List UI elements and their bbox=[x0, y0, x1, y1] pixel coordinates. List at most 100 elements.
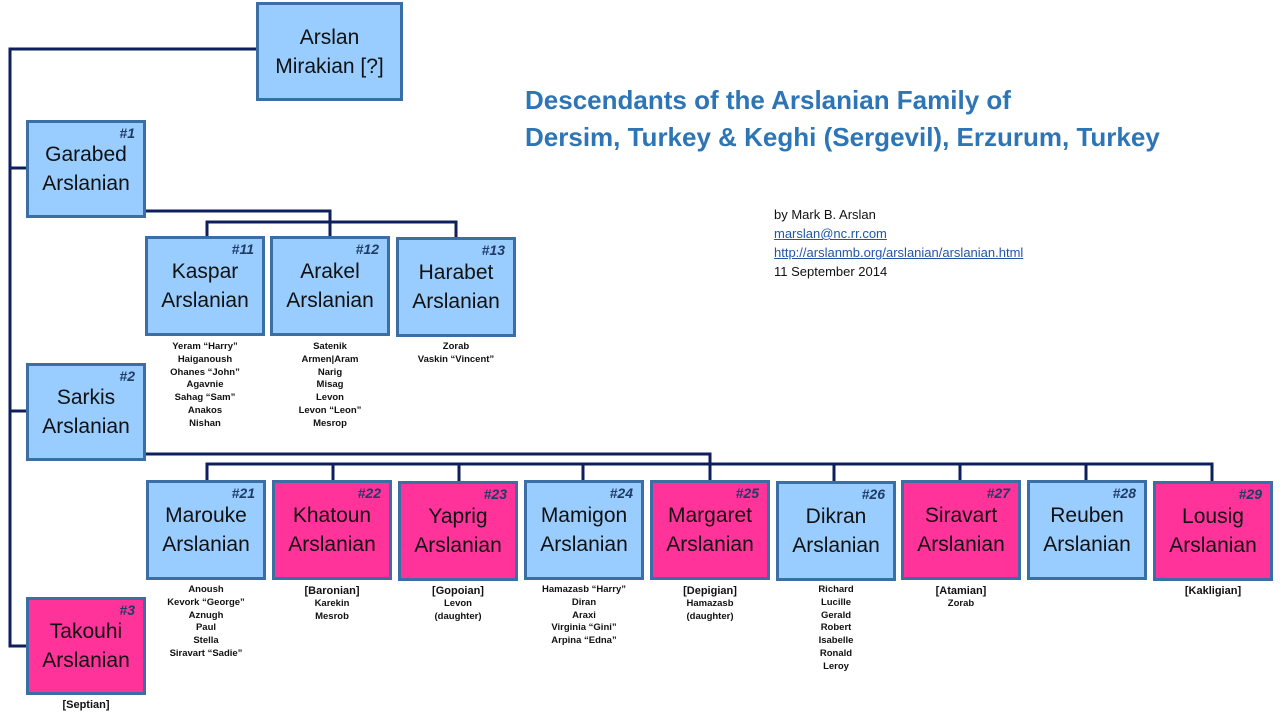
person-spouse-p3: [Septian] bbox=[26, 698, 146, 712]
person-box-p22: #22 Khatoun Arslanian bbox=[272, 480, 392, 580]
child-name: Aznugh bbox=[188, 609, 224, 621]
person-number: #1 bbox=[119, 125, 135, 141]
child-name: Levon bbox=[444, 598, 472, 609]
person-number: #23 bbox=[483, 486, 507, 502]
connector-p2-children bbox=[143, 452, 712, 482]
child-name: Mesrob bbox=[315, 610, 349, 622]
child-name: Hamazasb “Harry” bbox=[542, 584, 626, 595]
child-list: Zorab bbox=[901, 598, 1021, 611]
child-name: Armen|Aram bbox=[301, 353, 359, 365]
maiden-name: [Septian] bbox=[62, 699, 110, 711]
person-last-name: Arslanian bbox=[666, 533, 754, 556]
title-line-1: Descendants of the Arslanian Family of bbox=[525, 85, 1011, 115]
connector-p2-bar bbox=[205, 462, 1214, 483]
person-number: #25 bbox=[735, 485, 759, 501]
child-list: Levon(daughter) bbox=[398, 598, 518, 624]
maiden-name: [Gopoian] bbox=[432, 585, 484, 597]
person-number: #28 bbox=[1112, 485, 1136, 501]
title-line-2: Dersim, Turkey & Keghi (Sergevil), Erzur… bbox=[525, 122, 1160, 152]
person-box-p23: #23 Yaprig Arslanian bbox=[398, 481, 518, 581]
person-box-root: Arslan Mirakian [?] bbox=[256, 2, 403, 101]
child-name: Hamazasb bbox=[686, 598, 734, 609]
child-name: Gerald bbox=[820, 609, 852, 621]
person-box-p21: #21 Marouke Arslanian bbox=[146, 480, 266, 580]
person-box-p28: #28 Reuben Arslanian bbox=[1027, 480, 1147, 580]
website-link[interactable]: http://arslanmb.org/arslanian/arslanian.… bbox=[774, 245, 1024, 260]
children-list-p25: [Depigian] Hamazasb(daughter) bbox=[650, 584, 770, 624]
person-last-name: Arslanian bbox=[412, 290, 500, 313]
person-first-name: Sarkis bbox=[56, 386, 116, 409]
child-name: Zorab bbox=[442, 341, 470, 352]
child-name: Stella bbox=[193, 635, 219, 647]
child-name: Lucille bbox=[820, 596, 852, 608]
person-last-name: Arslanian bbox=[1169, 534, 1257, 557]
person-last-name: Arslanian bbox=[288, 533, 376, 556]
person-box-p11: #11 Kaspar Arslanian bbox=[145, 236, 265, 336]
person-first-name: Dikran bbox=[805, 505, 867, 528]
person-last-name: Arslanian bbox=[792, 534, 880, 557]
child-name: Paul bbox=[195, 622, 217, 634]
connector-p1-bar bbox=[205, 220, 458, 240]
person-first-name: Arakel bbox=[300, 260, 360, 283]
person-number: #11 bbox=[231, 241, 254, 257]
person-first-name: Reuben bbox=[1050, 504, 1124, 527]
child-name: Robert bbox=[820, 622, 852, 634]
child-name: Ohanes “John” bbox=[170, 366, 240, 378]
person-box-p13: #13 Harabet Arslanian bbox=[396, 237, 516, 337]
person-last-name: Arslanian bbox=[162, 533, 250, 556]
person-last-name: Mirakian [?] bbox=[275, 54, 384, 78]
person-box-p26: #26 Dikran Arslanian bbox=[776, 481, 896, 581]
person-first-name: Harabet bbox=[418, 261, 494, 284]
person-first-name: Siravart bbox=[924, 504, 998, 527]
child-name: Agavnie bbox=[186, 379, 224, 391]
child-name: Levon bbox=[316, 392, 344, 404]
chart-title: Descendants of the Arslanian Family of D… bbox=[525, 82, 1160, 156]
child-name: Isabelle bbox=[818, 635, 854, 647]
person-box-p25: #25 Margaret Arslanian bbox=[650, 480, 770, 580]
person-last-name: Arslanian bbox=[42, 649, 130, 672]
child-name: Anakos bbox=[187, 404, 223, 416]
connector-root bbox=[8, 47, 259, 648]
person-last-name: Arslanian bbox=[917, 533, 1005, 556]
person-number: #26 bbox=[861, 486, 885, 502]
person-box-p27: #27 Siravart Arslanian bbox=[901, 480, 1021, 580]
child-name: Richard bbox=[818, 584, 854, 595]
person-first-name: Yaprig bbox=[428, 505, 488, 528]
person-number: #22 bbox=[357, 485, 381, 501]
child-name: Siravart “Sadie” bbox=[169, 647, 243, 659]
person-first-name: Takouhi bbox=[49, 620, 123, 643]
person-first-name: Marouke bbox=[165, 504, 247, 527]
children-list-p23: [Gopoian] Levon(daughter) bbox=[398, 584, 518, 624]
person-number: #27 bbox=[986, 485, 1010, 501]
child-list: Hamazasb(daughter) bbox=[650, 598, 770, 624]
person-first-name: Kaspar bbox=[171, 260, 239, 283]
person-number: #2 bbox=[119, 368, 135, 384]
person-number: #24 bbox=[609, 485, 633, 501]
maiden-name: [Baronian] bbox=[304, 585, 360, 597]
children-list-p27: [Atamian] Zorab bbox=[901, 584, 1021, 611]
email-link[interactable]: marslan@nc.rr.com bbox=[774, 226, 887, 241]
person-number: #29 bbox=[1238, 486, 1262, 502]
person-box-p29: #29 Lousig Arslanian bbox=[1153, 481, 1273, 581]
child-name: Kevork “George” bbox=[167, 596, 245, 608]
person-box-p3: #3 Takouhi Arslanian bbox=[26, 597, 146, 695]
person-first-name: Mamigon bbox=[540, 504, 628, 527]
connector-p1-children bbox=[143, 209, 332, 240]
child-name: Satenik bbox=[313, 341, 347, 352]
child-name: Vaskin “Vincent” bbox=[417, 353, 495, 365]
child-name: (daughter) bbox=[686, 610, 734, 622]
child-name: Anoush bbox=[188, 584, 224, 595]
child-name: Levon “Leon” bbox=[298, 404, 362, 416]
child-name: Haiganoush bbox=[177, 353, 233, 365]
person-box-p2: #2 Sarkis Arslanian bbox=[26, 363, 146, 461]
child-name: Narig bbox=[317, 366, 343, 378]
person-number: #21 bbox=[231, 485, 255, 501]
maiden-name: [Atamian] bbox=[935, 585, 987, 597]
child-name: (daughter) bbox=[434, 610, 482, 622]
